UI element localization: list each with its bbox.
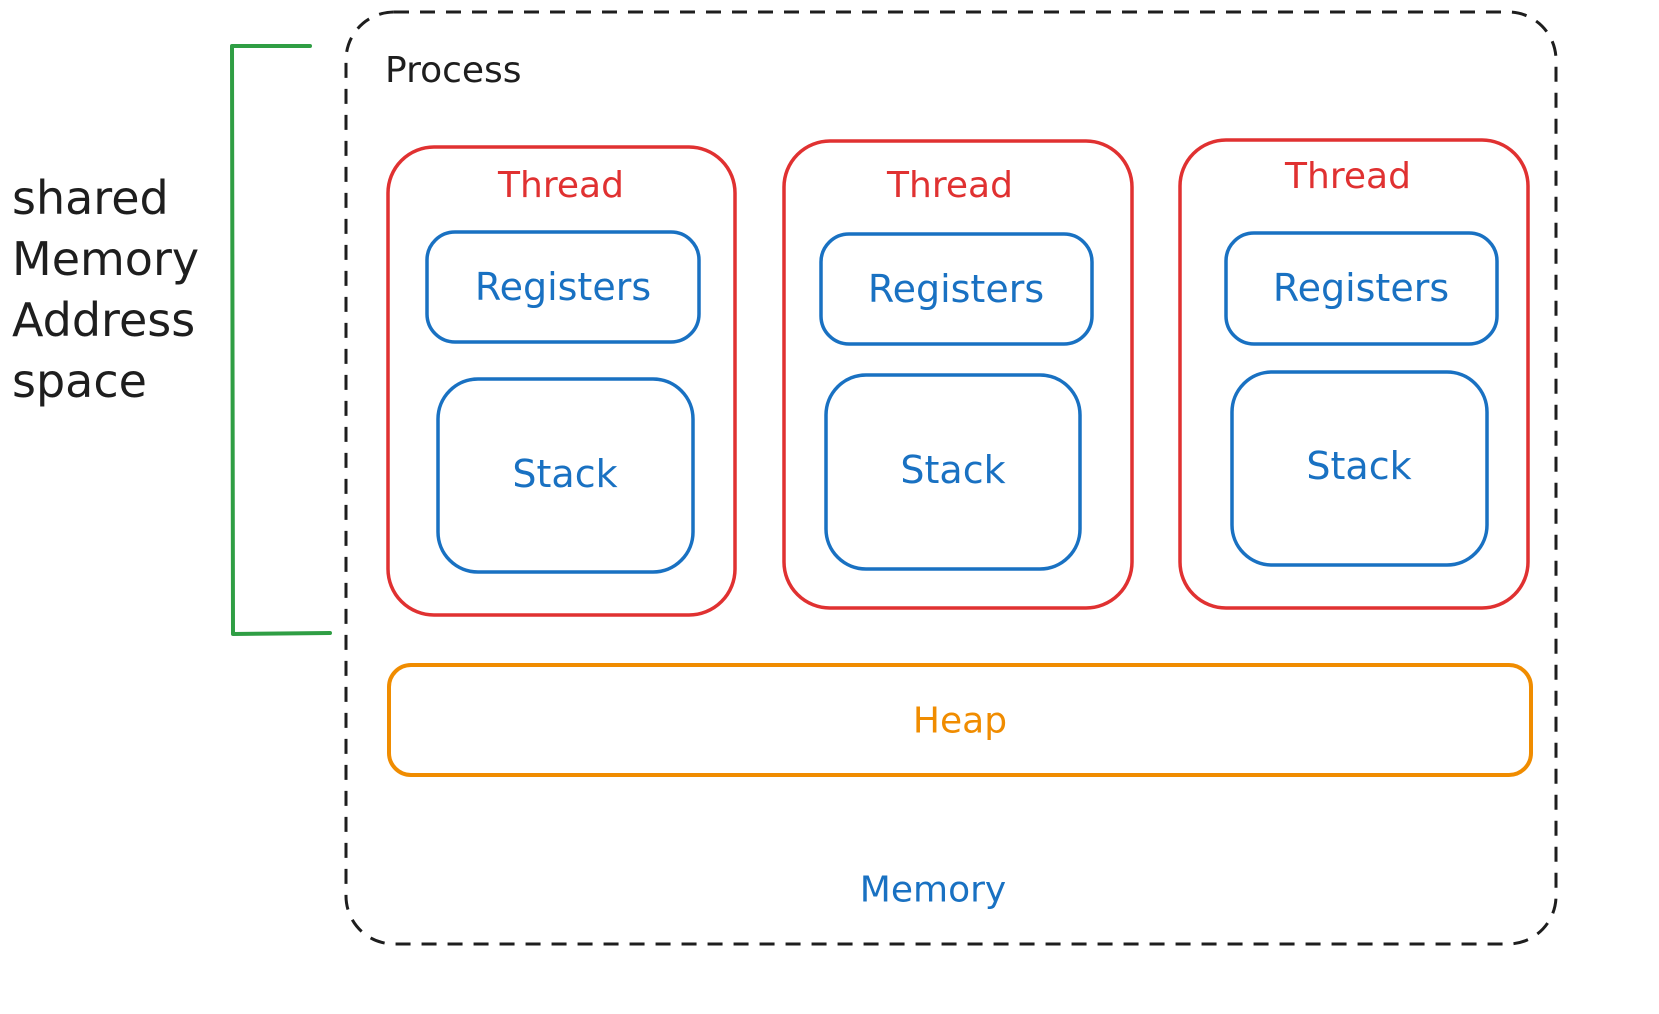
registers-label: Registers	[474, 265, 652, 309]
stack-label: Stack	[900, 448, 1006, 492]
stack-label: Stack	[1306, 444, 1412, 488]
thread-box	[386, 145, 737, 617]
side-label-line: shared	[12, 171, 169, 225]
thread-label: Thread	[1285, 156, 1411, 197]
shared-memory-address-space-label: shared Memory Address space	[12, 168, 199, 412]
heap-label: Heap	[912, 700, 1008, 742]
shared-memory-bracket	[230, 44, 332, 636]
stack-label: Stack	[512, 452, 618, 496]
process-label: Process	[385, 50, 522, 91]
side-label-line: Memory	[12, 232, 200, 286]
registers-label: Registers	[867, 267, 1045, 311]
registers-box	[425, 230, 701, 344]
side-label-line: Address	[12, 293, 196, 347]
stack-box	[436, 377, 695, 574]
thread-label: Thread	[498, 165, 624, 206]
memory-label: Memory	[859, 869, 1007, 911]
registers-box	[1224, 231, 1499, 346]
thread-box	[782, 139, 1134, 610]
thread-label: Thread	[887, 165, 1013, 206]
registers-box	[819, 232, 1094, 346]
side-label-line: space	[12, 354, 147, 408]
stack-box	[824, 373, 1082, 571]
process-boundary	[344, 10, 1558, 946]
registers-label: Registers	[1272, 266, 1450, 310]
thread-box	[1178, 138, 1530, 610]
heap-box	[387, 663, 1533, 777]
stack-box	[1230, 370, 1489, 567]
